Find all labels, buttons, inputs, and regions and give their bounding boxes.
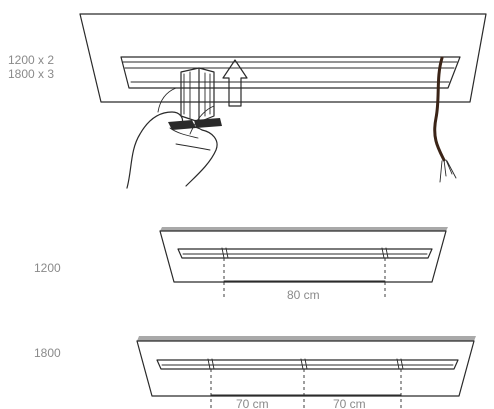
panel-1200: [159, 227, 448, 300]
mounting-clip: [168, 67, 222, 130]
panel-1800-label: 1800: [34, 346, 61, 360]
hand-illustration: [126, 87, 218, 189]
spacing-1800-right-label: 70 cm: [333, 397, 366, 409]
top-sizes-line2: 1800 x 3: [8, 67, 54, 81]
ceiling-frame-illustration: [79, 13, 487, 103]
up-arrow-icon: [222, 59, 248, 107]
panel-1800: [136, 336, 476, 409]
panel-1200-label: 1200: [34, 261, 61, 275]
spacing-1200-label: 80 cm: [287, 288, 320, 302]
power-cable: [433, 56, 457, 183]
spacing-1800-left-label: 70 cm: [236, 397, 269, 409]
top-sizes-line1: 1200 x 2: [8, 53, 54, 67]
